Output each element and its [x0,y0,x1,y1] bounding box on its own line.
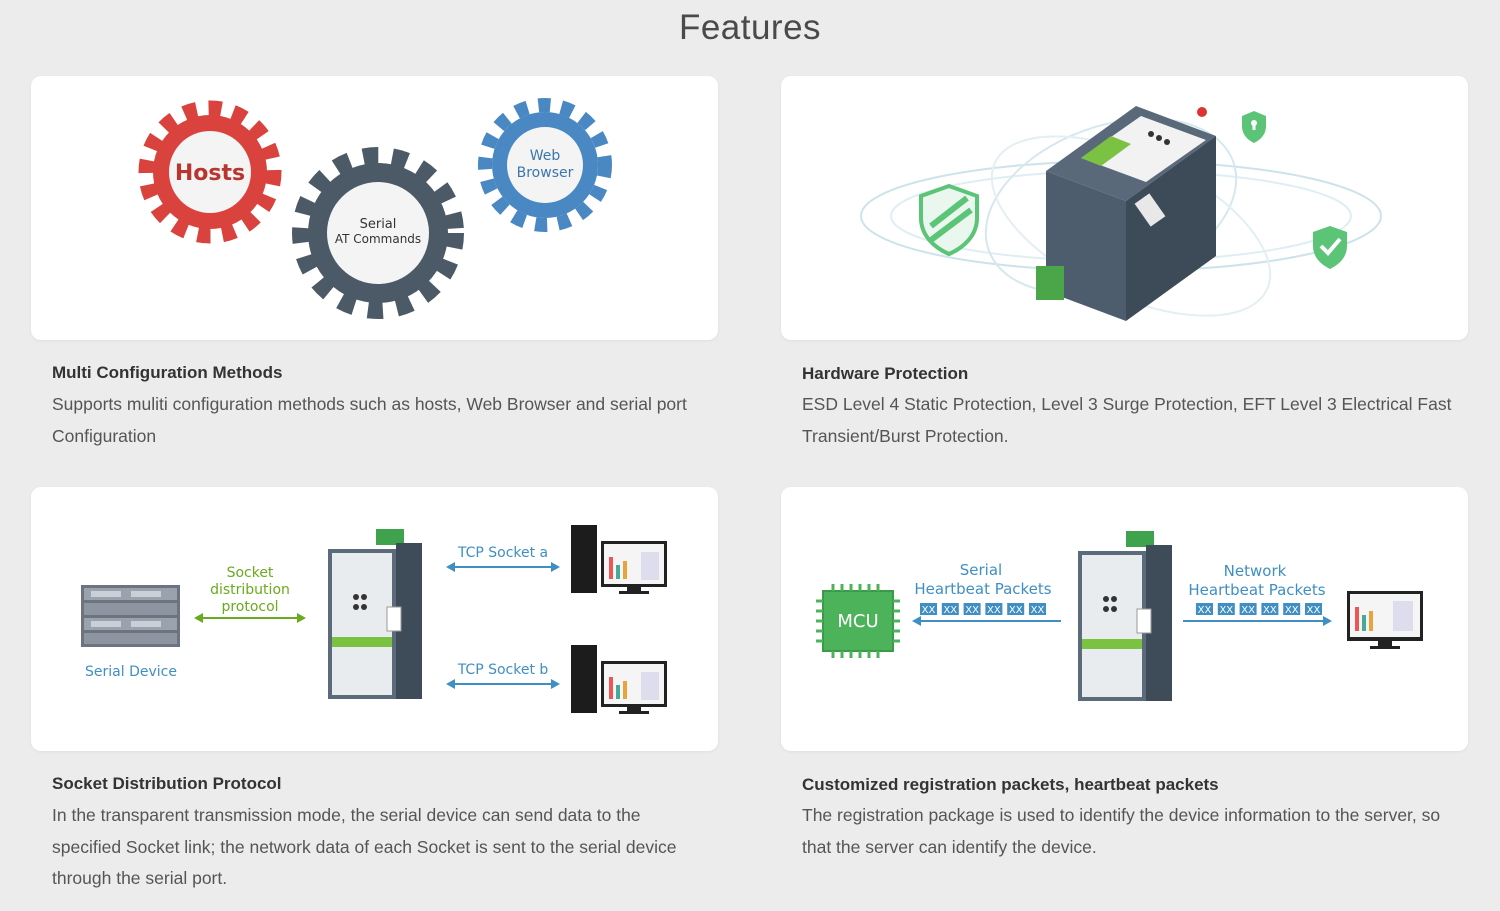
serial-device-label: Serial Device [85,664,177,680]
shield-icon [919,183,979,257]
feature-desc-heartbeat: The registration package is used to iden… [802,805,1441,857]
packet-label: XX [943,605,957,616]
packet-label: XX [987,605,1001,616]
packet-label: XX [965,605,979,616]
serial-gear-label-1: Serial [360,217,397,232]
hardware-protection-image [781,76,1468,340]
socket-label-1: Socket [227,565,274,581]
serial-gear-icon: Serial AT Commands [292,147,464,319]
packet-label: XX [1031,605,1045,616]
mcu-label: MCU [837,611,878,632]
hosts-gear-label: Hosts [175,161,245,186]
packet-box [941,603,959,615]
packet-label: XX [1285,605,1299,616]
check-shield-icon [1313,226,1347,269]
socket-distribution-image: Serial Device Socket distribution protoc… [31,487,718,751]
packet-label: XX [1307,605,1321,616]
serial-packet-row: XX XX XX XX XX XX [920,603,1046,616]
feature-desc-multi-config: Supports muliti configuration methods su… [52,394,687,446]
network-heartbeat-label-1: Network [1224,562,1287,580]
feature-title-heartbeat: Customized registration packets, heartbe… [802,775,1219,794]
hosts-gear-icon: Hosts [138,100,282,244]
packet-box [1261,603,1279,615]
packet-label: XX [1263,605,1277,616]
packet-label: XX [922,605,936,616]
packet-box [1283,603,1301,615]
packet-label: XX [1009,605,1023,616]
web-gear-label-2: Browser [517,165,574,181]
tcp-socket-a-label: TCP Socket a [457,545,548,561]
lock-shield-icon [1242,111,1266,143]
web-gear-icon: Web Browser [478,98,612,232]
computer-b-icon [571,645,667,714]
packet-box [1029,603,1046,615]
multi-config-image: Hosts Serial AT Commands Web Browser [31,76,718,340]
packet-box [1007,603,1025,615]
packet-box [1305,603,1322,615]
network-heartbeat-label-2: Heartbeat Packets [1188,581,1325,599]
feature-title-socket: Socket Distribution Protocol [52,774,282,793]
network-packet-row: XX XX XX XX XX XX [1196,603,1322,616]
tcp-a-double-arrow-icon [446,562,560,572]
packet-box [963,603,981,615]
serial-left-arrow-icon [912,616,1061,626]
web-gear-label-1: Web [530,148,561,164]
page-title: Features [678,8,822,47]
feature-title-hardware: Hardware Protection [802,364,969,383]
tcp-b-double-arrow-icon [446,679,560,689]
green-double-arrow-icon [194,613,306,623]
packet-label: XX [1198,605,1212,616]
packet-box [920,603,937,615]
device-image [1036,106,1216,321]
packet-box [1217,603,1235,615]
packet-box [985,603,1003,615]
computer-a-icon [571,525,667,594]
packet-box [1196,603,1213,615]
feature-desc-hardware: ESD Level 4 Static Protection, Level 3 S… [802,394,1452,446]
feature-desc-socket: In the transparent transmission mode, th… [52,805,677,888]
socket-label-2: distribution [210,582,290,598]
serial-heartbeat-label-1: Serial [960,561,1002,579]
server-rack-icon [81,585,180,647]
converter-device-image [1078,531,1172,701]
tcp-socket-b-label: TCP Socket b [457,662,549,678]
mcu-chip-icon: MCU [816,584,900,658]
packet-box [1239,603,1257,615]
network-right-arrow-icon [1183,616,1332,626]
feature-title-multi-config: Multi Configuration Methods [52,363,283,382]
packet-label: XX [1219,605,1233,616]
monitor-icon [1347,591,1423,649]
socket-label-3: protocol [221,599,278,615]
serial-gear-label-2: AT Commands [335,232,421,246]
serial-heartbeat-label-2: Heartbeat Packets [914,580,1051,598]
converter-device-image [328,529,422,699]
packet-label: XX [1241,605,1255,616]
